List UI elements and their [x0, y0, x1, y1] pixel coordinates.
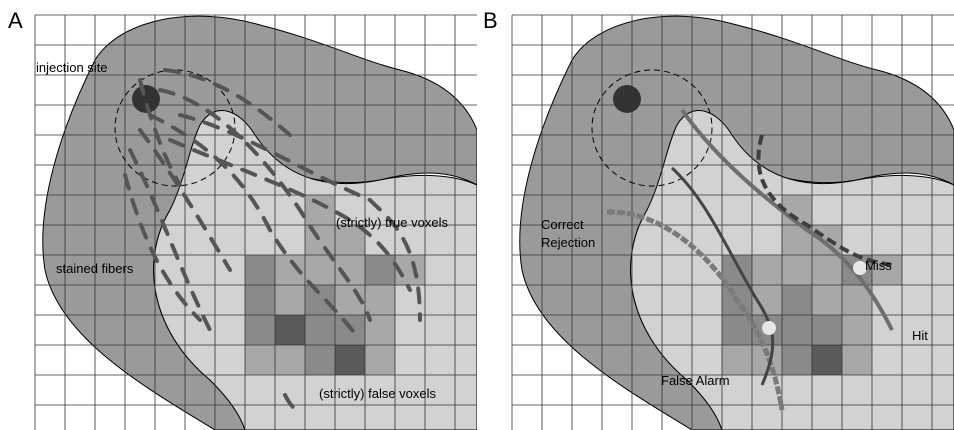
voxel-mid: [812, 315, 842, 345]
panel-letter: B: [483, 8, 498, 33]
voxel-dark: [275, 315, 305, 345]
correct-rejection-label-line2: Rejection: [541, 235, 595, 250]
voxel-light: [275, 285, 305, 315]
voxel-mid: [782, 315, 812, 345]
voxel-mid: [305, 285, 335, 315]
false-alarm-marker: [762, 321, 776, 335]
voxel-mid: [305, 315, 335, 345]
voxel-mid: [305, 345, 335, 375]
voxel-light: [842, 315, 872, 345]
panel-b-figure: B Correct Rejection Miss Hit False Alarm: [477, 0, 954, 430]
hit-label: Hit: [912, 328, 928, 343]
voxel-light: [365, 285, 395, 315]
voxel-light: [782, 255, 812, 285]
voxel-light: [752, 255, 782, 285]
panel-letter: A: [8, 8, 23, 33]
injection-site-dot: [613, 85, 641, 113]
voxel-light: [245, 345, 275, 375]
voxel-light: [305, 195, 335, 225]
injection-site-label: injection site: [36, 60, 108, 75]
voxel-light: [842, 345, 872, 375]
voxel-mid: [365, 255, 395, 285]
voxel-mid: [245, 285, 275, 315]
voxel-dark: [335, 345, 365, 375]
voxel-mid: [782, 285, 812, 315]
false-alarm-label: False Alarm: [661, 373, 730, 388]
miss-label: Miss: [865, 258, 892, 273]
panel-a-figure: A injection site stained fibers (strictl…: [0, 0, 477, 430]
voxel-mid: [782, 345, 812, 375]
voxel-light: [722, 345, 752, 375]
voxel-mid: [245, 255, 275, 285]
panel-b: B Correct Rejection Miss Hit False Alarm: [477, 0, 954, 430]
voxel-light: [365, 345, 395, 375]
voxel-light: [275, 345, 305, 375]
voxel-light: [305, 225, 335, 255]
voxel-light: [812, 285, 842, 315]
false-voxels-label: (strictly) false voxels: [319, 386, 437, 401]
panel-a: A injection site stained fibers (strictl…: [0, 0, 477, 430]
voxel-mid: [245, 315, 275, 345]
voxel-light: [812, 255, 842, 285]
correct-rejection-label: Correct: [541, 217, 584, 232]
voxel-dark: [812, 345, 842, 375]
stained-fibers-label: stained fibers: [56, 261, 134, 276]
true-voxels-label: (strictly) true voxels: [336, 215, 448, 230]
